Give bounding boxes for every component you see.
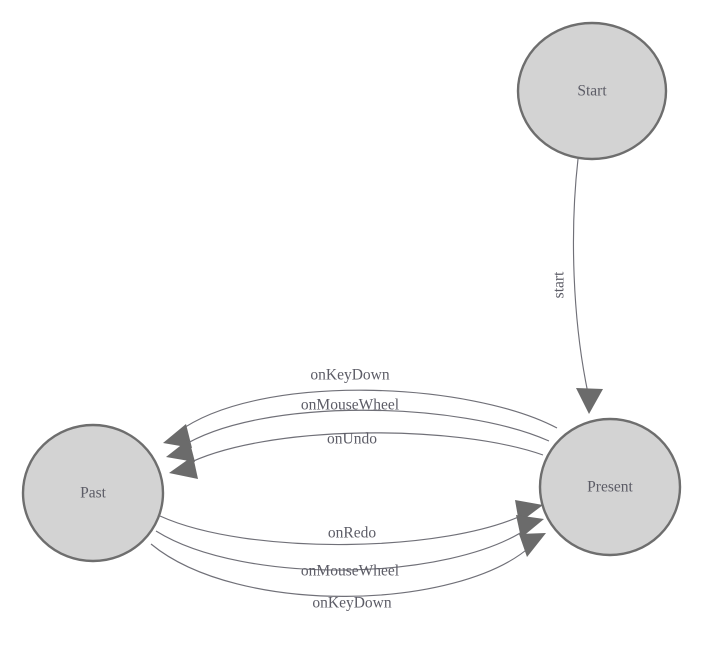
node-present-label: Present [587,479,633,496]
edge-past-to-present-onkeydown[interactable]: onKeyDown [150,533,546,612]
node-start[interactable]: Start [516,21,668,161]
edge-present-to-past-onundo[interactable]: onUndo [169,431,544,479]
edge-path-redo-keydown [150,543,532,597]
edge-label-start: start [551,271,568,298]
edge-label-redo: onRedo [328,525,376,542]
edge-path-undo-keydown [177,389,558,433]
node-start-shape [516,21,668,161]
edge-path-redo [159,512,528,546]
arrowhead-undo-keydown [163,424,192,448]
node-past-shape [21,423,165,563]
edge-path-start [572,158,590,399]
edge-label-undo-wheel: onMouseWheel [301,397,399,414]
edge-path-redo-wheel [155,527,529,571]
edge-start-to-present[interactable]: start [551,158,603,414]
edge-label-undo: onUndo [327,431,377,448]
edge-path-undo [184,432,544,466]
arrowhead-redo-wheel [516,515,544,538]
edge-present-to-past-onmousewheel[interactable]: onMouseWheel [166,397,550,462]
node-present[interactable]: Present [538,417,682,557]
node-present-shape [538,417,682,557]
node-past[interactable]: Past [21,423,165,563]
edge-label-redo-wheel: onMouseWheel [301,563,399,580]
edge-label-undo-keydown: onKeyDown [310,367,389,384]
arrowhead-undo-wheel [166,439,195,462]
arrowhead-start-to-present [576,388,603,414]
node-start-label: Start [577,83,607,100]
arrowhead-redo-keydown [519,533,546,557]
edge-present-to-past-onkeydown[interactable]: onKeyDown [163,367,558,448]
edge-path-undo-wheel [180,409,550,448]
edge-label-redo-keydown: onKeyDown [312,595,391,612]
node-past-label: Past [80,485,107,502]
edge-past-to-present-onmousewheel[interactable]: onMouseWheel [155,515,544,580]
edge-past-to-present-onredo[interactable]: onRedo [159,500,543,546]
arrowhead-undo [169,456,198,479]
